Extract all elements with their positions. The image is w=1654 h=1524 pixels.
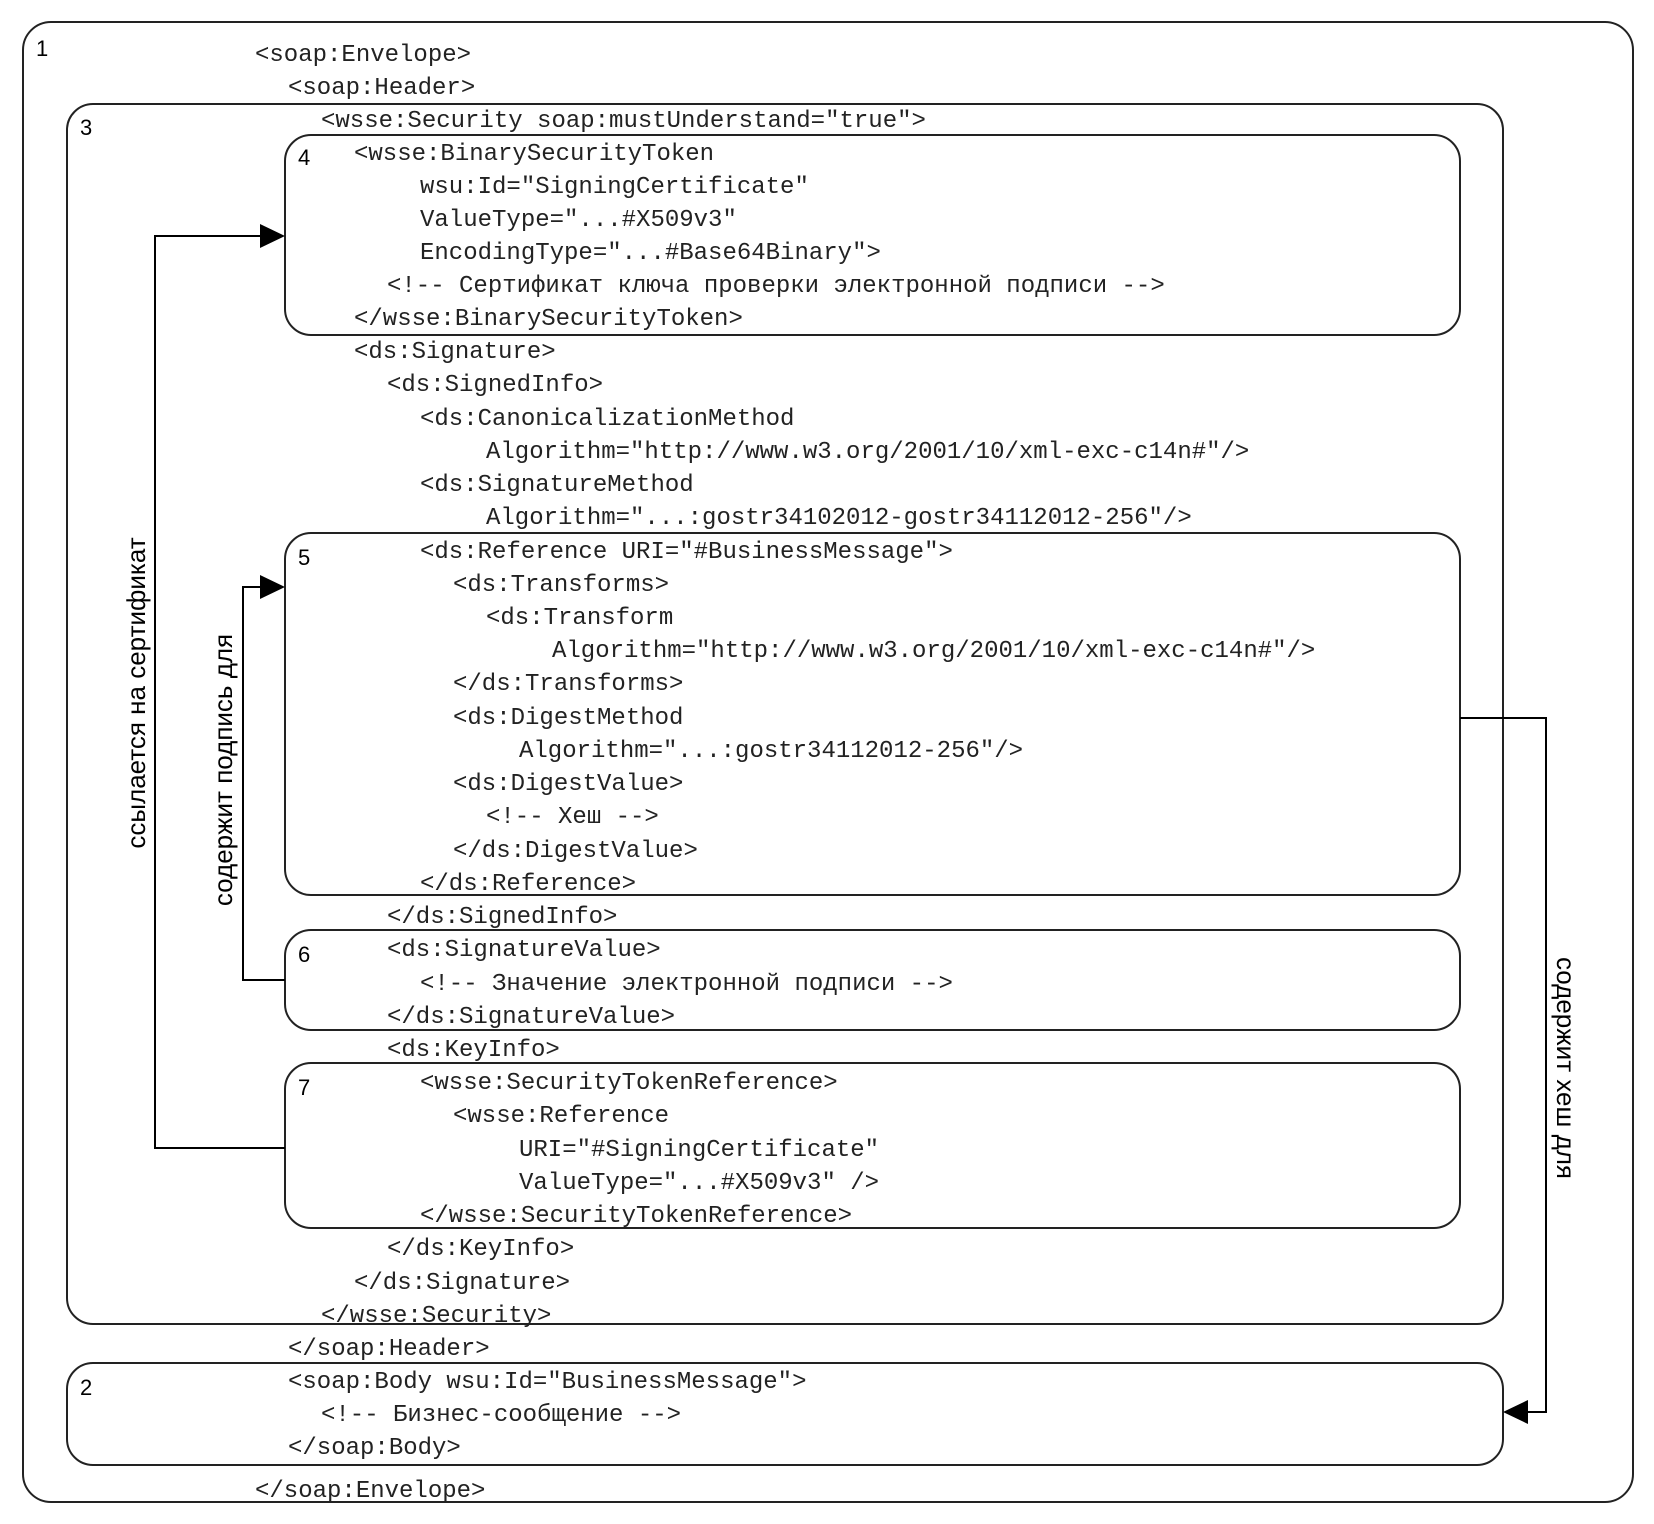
- code-line: Algorithm="...:gostr34102012-gostr341120…: [486, 505, 1192, 532]
- box-2-body: [66, 1362, 1504, 1466]
- code-line: <wsse:BinarySecurityToken: [354, 141, 714, 168]
- code-line: Algorithm="http://www.w3.org/2001/10/xml…: [486, 439, 1249, 466]
- box-number: 3: [80, 115, 92, 140]
- code-line: <ds:SignatureMethod: [420, 472, 694, 499]
- code-line: <soap:Envelope>: [255, 42, 471, 69]
- box-number: 1: [36, 36, 48, 61]
- connector-6-to-5: [242, 586, 285, 981]
- code-line: <!-- Значение электронной подписи -->: [420, 971, 953, 998]
- code-line: <!-- Хеш -->: [486, 804, 659, 831]
- code-line: <soap:Header>: [288, 75, 475, 102]
- code-line: <ds:Reference URI="#BusinessMessage">: [420, 539, 953, 566]
- code-line: </ds:KeyInfo>: [387, 1236, 574, 1263]
- code-line: </ds:Reference>: [420, 871, 636, 898]
- code-line: Algorithm="http://www.w3.org/2001/10/xml…: [552, 638, 1315, 665]
- code-line: </soap:Body>: [288, 1435, 461, 1462]
- code-line: </wsse:SecurityTokenReference>: [420, 1203, 852, 1230]
- connector-5-to-2: [1460, 717, 1547, 1413]
- arrowhead-to-5: [260, 575, 285, 599]
- code-line: <ds:DigestMethod: [453, 705, 683, 732]
- code-line: <ds:Signature>: [354, 339, 556, 366]
- code-line: <ds:KeyInfo>: [387, 1037, 560, 1064]
- box-4-binary-security-token: [284, 134, 1461, 336]
- box-7-security-token-reference: [284, 1062, 1461, 1229]
- code-line: </ds:SignedInfo>: [387, 904, 617, 931]
- code-line: <!-- Бизнес-сообщение -->: [321, 1402, 681, 1429]
- box-number: 7: [298, 1075, 310, 1100]
- code-line: URI="#SigningCertificate": [519, 1137, 879, 1164]
- code-line: <ds:Transform: [486, 605, 673, 632]
- box-number: 4: [298, 145, 310, 170]
- code-line: <soap:Body wsu:Id="BusinessMessage">: [288, 1369, 806, 1396]
- arrowhead-to-4: [260, 224, 285, 248]
- code-line: wsu:Id="SigningCertificate": [420, 174, 809, 201]
- box-number: 5: [298, 545, 310, 570]
- code-line: ValueType="...#X509v3" />: [519, 1170, 879, 1197]
- code-line: </ds:DigestValue>: [453, 838, 698, 865]
- box-3-security: [66, 103, 1504, 1325]
- code-line: <ds:SignatureValue>: [387, 937, 661, 964]
- box-number: 2: [80, 1375, 92, 1400]
- code-line: </ds:SignatureValue>: [387, 1004, 675, 1031]
- code-line: </ds:Transforms>: [453, 671, 683, 698]
- code-line: <ds:Transforms>: [453, 572, 669, 599]
- box-1-envelope: [22, 21, 1634, 1503]
- arrowhead-to-2: [1503, 1400, 1528, 1424]
- code-line: <wsse:Reference: [453, 1103, 669, 1130]
- box-number: 6: [298, 942, 310, 967]
- code-line: </wsse:Security>: [321, 1303, 551, 1330]
- code-line: <ds:DigestValue>: [453, 771, 683, 798]
- box-5-reference: [284, 532, 1461, 896]
- code-line: <ds:CanonicalizationMethod: [420, 406, 794, 433]
- code-line: EncodingType="...#Base64Binary">: [420, 240, 881, 267]
- label-refers-to-certificate: ссылается на сертификат: [121, 537, 151, 848]
- code-line: </soap:Envelope>: [255, 1478, 485, 1505]
- code-line: </ds:Signature>: [354, 1270, 570, 1297]
- code-line: <ds:SignedInfo>: [387, 372, 603, 399]
- code-line: <wsse:SecurityTokenReference>: [420, 1070, 838, 1097]
- code-line: </soap:Header>: [288, 1336, 490, 1363]
- code-line: <!-- Сертификат ключа проверки электронн…: [387, 273, 1165, 300]
- code-line: ValueType="...#X509v3": [420, 207, 737, 234]
- label-contains-hash-for: содержит хеш для: [1551, 957, 1581, 1179]
- connector-7-to-4: [154, 235, 285, 1149]
- code-line: <wsse:Security soap:mustUnderstand="true…: [321, 108, 926, 135]
- code-line: Algorithm="...:gostr34112012-256"/>: [519, 738, 1023, 765]
- code-line: </wsse:BinarySecurityToken>: [354, 306, 743, 333]
- label-contains-signature-for: содержит подпись для: [208, 634, 238, 906]
